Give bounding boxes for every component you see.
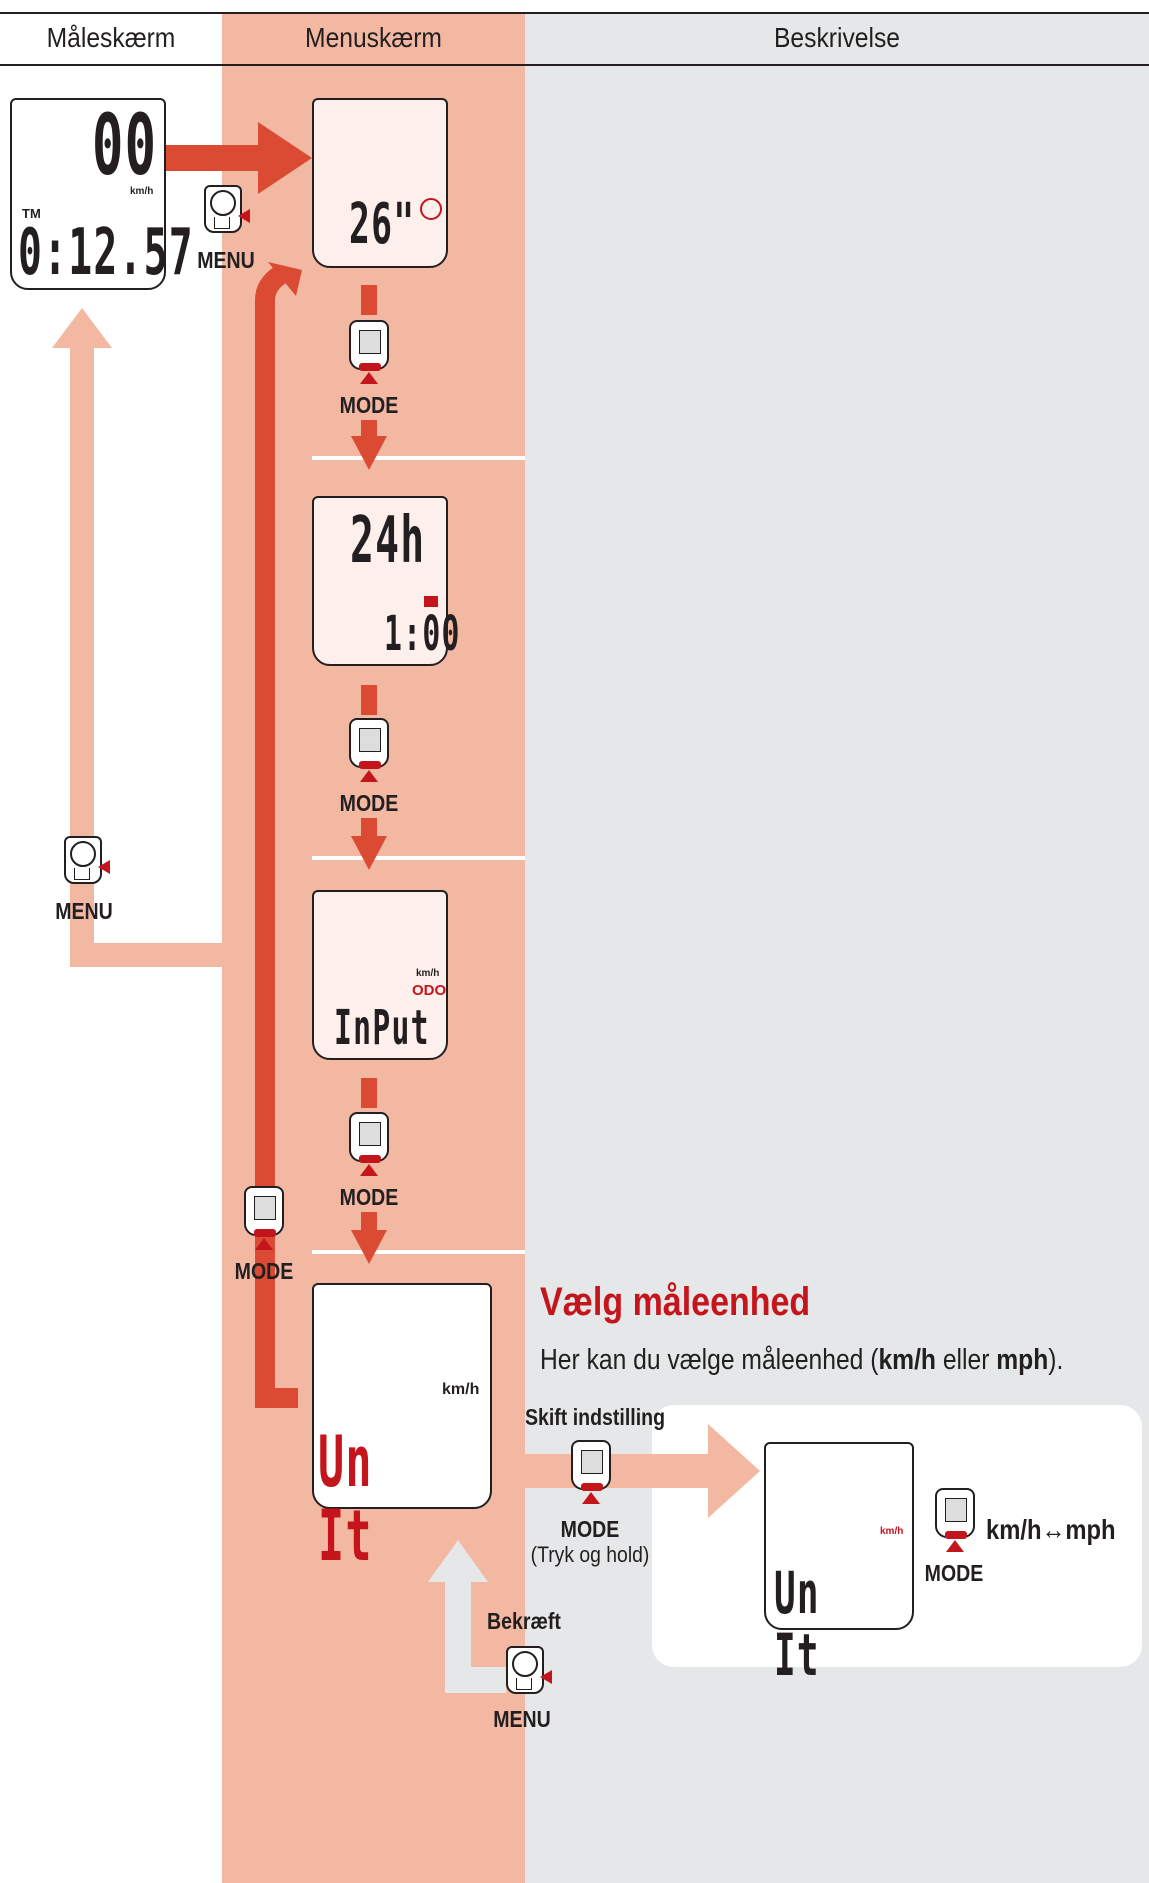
confirm-menu-label: MENU bbox=[493, 1706, 551, 1732]
change-mode-button-device[interactable] bbox=[571, 1440, 611, 1491]
odo-label: ODO bbox=[412, 982, 447, 999]
enter-menu-arrow-head bbox=[258, 122, 312, 194]
tire-icon bbox=[420, 198, 442, 220]
header-top-rule bbox=[0, 12, 1149, 14]
loop-arrow-line bbox=[255, 266, 298, 1408]
confirm-arrow-head bbox=[428, 1540, 488, 1582]
down-arrow-head bbox=[351, 436, 387, 470]
loop-mode-button-device[interactable] bbox=[244, 1186, 284, 1237]
tm-label: TM bbox=[22, 206, 41, 221]
loop-arrow-head bbox=[268, 262, 302, 296]
input-text: InPut bbox=[334, 1000, 430, 1056]
clock-screen: 24h 1:00 bbox=[312, 496, 459, 666]
change-arrow-head bbox=[708, 1424, 760, 1518]
header-description: Beskrivelse bbox=[773, 22, 900, 53]
header-measure-screen: Måleskærm bbox=[46, 22, 176, 53]
option-kmh: km/h bbox=[878, 1344, 936, 1376]
mode-button-label: MODE bbox=[339, 790, 399, 816]
odo-unit: km/h bbox=[416, 968, 440, 979]
mode-button-device[interactable] bbox=[349, 718, 389, 769]
unit-screen: km/h Un It bbox=[312, 1283, 492, 1573]
change-arrow-line bbox=[522, 1454, 712, 1488]
mode-button-label: MODE bbox=[339, 392, 399, 418]
toggle-mode-label: MODE bbox=[924, 1560, 984, 1586]
separator bbox=[312, 1250, 525, 1254]
clock-time: 1:00 bbox=[384, 606, 461, 662]
return-arrow-line bbox=[70, 345, 222, 967]
hold-label: (Tryk og hold) bbox=[530, 1542, 650, 1567]
unit-screen-unit: km/h bbox=[442, 1381, 480, 1398]
odo-input-screen: km/h ODO InPut bbox=[312, 890, 448, 1060]
header-menu-screen: Menuskærm bbox=[305, 22, 442, 53]
toggle-units-label: km/h↔mph bbox=[986, 1514, 1116, 1545]
menu-button-label: MENU bbox=[197, 247, 255, 273]
speed-display: 00 bbox=[92, 96, 158, 194]
confirm-menu-button-device[interactable] bbox=[506, 1646, 552, 1694]
header-bottom-rule bbox=[0, 64, 1149, 66]
mode-button-label: MODE bbox=[339, 1184, 399, 1210]
description-text: Her kan du vælge måleenhed (km/h eller m… bbox=[540, 1344, 1064, 1376]
change-mode-label: MODE bbox=[560, 1516, 620, 1542]
tire-value: 26" bbox=[349, 192, 416, 257]
clock-icon bbox=[424, 596, 438, 607]
tire-size-screen: 26" bbox=[312, 98, 448, 268]
enter-menu-arrow-line bbox=[165, 145, 265, 171]
toggle-mode-button-device[interactable] bbox=[935, 1488, 975, 1539]
description-title: Vælg måleenhed bbox=[540, 1280, 811, 1324]
measure-screen: 00 km/h TM 0:12.57 bbox=[10, 96, 193, 290]
mode-button-device[interactable] bbox=[349, 320, 389, 371]
unit-alt-screen: km/h Un It bbox=[764, 1442, 914, 1686]
loop-mode-button-label: MODE bbox=[234, 1258, 294, 1284]
confirm-arrow-line bbox=[445, 1580, 506, 1693]
mode-button-device[interactable] bbox=[349, 1112, 389, 1163]
clock-format: 24h bbox=[350, 504, 426, 578]
confirm-label: Bekræft bbox=[487, 1608, 561, 1634]
return-menu-button-device[interactable] bbox=[64, 836, 110, 884]
change-setting-label: Skift indstilling bbox=[524, 1404, 666, 1430]
time-display: 0:12.57 bbox=[18, 216, 194, 290]
down-arrow-head bbox=[351, 836, 387, 870]
return-menu-button-label: MENU bbox=[55, 898, 113, 924]
separator bbox=[312, 456, 525, 460]
down-arrow-head bbox=[351, 1230, 387, 1264]
unit-alt-unit: km/h bbox=[880, 1526, 904, 1537]
return-arrow-head bbox=[52, 308, 112, 348]
unit-screen-text: Un It bbox=[318, 1421, 373, 1577]
separator bbox=[312, 856, 525, 860]
speed-unit: km/h bbox=[130, 186, 154, 197]
unit-alt-text: Un It bbox=[774, 1559, 820, 1689]
menu-button-device[interactable] bbox=[204, 185, 250, 233]
option-mph: mph bbox=[996, 1344, 1049, 1376]
